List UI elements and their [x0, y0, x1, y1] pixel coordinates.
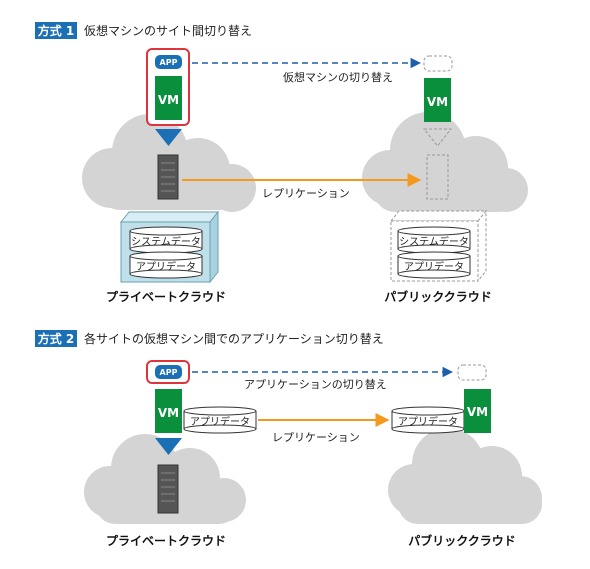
- method1-down-arrow: [155, 129, 182, 146]
- method2-badge: [35, 330, 77, 347]
- method2-public-app-data-label: アプリデータ: [398, 415, 458, 428]
- method1-public-app-data-label: アプリデータ: [404, 260, 464, 273]
- method1-public-system-data-disk: [397, 226, 471, 254]
- method2-app-badge: [155, 365, 182, 379]
- method1-switch-label: 仮想マシンの切り替え: [283, 70, 393, 84]
- method1-public-app-data-disk: [397, 251, 471, 279]
- method2-app-text: APP: [160, 368, 178, 377]
- method2-section: 方式 2 各サイトの仮想マシン間でのアプリケーション切り替え APP VM: [35, 330, 542, 548]
- method2-app-placeholder: [457, 364, 487, 381]
- method1-badge-text: 方式 1: [38, 23, 75, 38]
- method2-title: 各サイトの仮想マシン間でのアプリケーション切り替え: [84, 331, 384, 346]
- method2-app-data-label: アプリデータ: [190, 415, 250, 428]
- method2-server-icon: [157, 464, 179, 514]
- method1-server-icon: [157, 154, 179, 200]
- method1-public-cloud-label: パブリッククラウド: [384, 289, 492, 304]
- method2-down-arrow: [155, 438, 182, 455]
- method1-title: 仮想マシンのサイト間切り替え: [84, 23, 252, 38]
- method1-system-data-label: システムデータ: [131, 235, 201, 248]
- method2-public-cloud: [388, 428, 542, 524]
- method2-switch-label: アプリケーションの切り替え: [244, 377, 387, 391]
- method1-server-placeholder: [426, 154, 449, 200]
- method1-public-vm-block: [424, 78, 451, 122]
- method1-replication-label: レプリケーション: [262, 187, 350, 200]
- method1-system-data-disk: [129, 226, 203, 254]
- method1-badge: [35, 22, 77, 39]
- method2-vm-block: [155, 389, 182, 433]
- method1-public-cloud: [362, 112, 528, 212]
- method1-public-vm-text: VM: [427, 95, 448, 109]
- method1-app-data-label: アプリデータ: [136, 260, 196, 273]
- method1-vm-block: [155, 76, 182, 120]
- method1-app-text: APP: [160, 58, 178, 67]
- method1-section: 方式 1 仮想マシンのサイト間切り替え APP VM: [35, 22, 528, 304]
- method2-app-data-disk: [183, 406, 257, 434]
- method2-vm-text: VM: [158, 406, 179, 420]
- method2-private-cloud-label: プライベートクラウド: [106, 533, 226, 548]
- method1-app-placeholder: [423, 55, 453, 72]
- method1-private-cloud-label: プライベートクラウド: [106, 289, 226, 304]
- method2-public-cloud-label: パブリッククラウド: [408, 533, 516, 548]
- method1-vm-text: VM: [158, 93, 179, 107]
- method2-public-vm-block: [464, 389, 491, 433]
- method2-replication-label: レプリケーション: [272, 431, 360, 444]
- method2-badge-text: 方式 2: [38, 331, 75, 346]
- method1-down-arrow-placeholder: [422, 128, 453, 147]
- method1-app-data-disk: [129, 251, 203, 279]
- method2-public-vm-text: VM: [467, 405, 488, 419]
- method1-app-badge: [155, 55, 182, 69]
- method2-public-app-data-disk: [391, 406, 465, 434]
- method1-public-system-data-label: システムデータ: [399, 235, 469, 248]
